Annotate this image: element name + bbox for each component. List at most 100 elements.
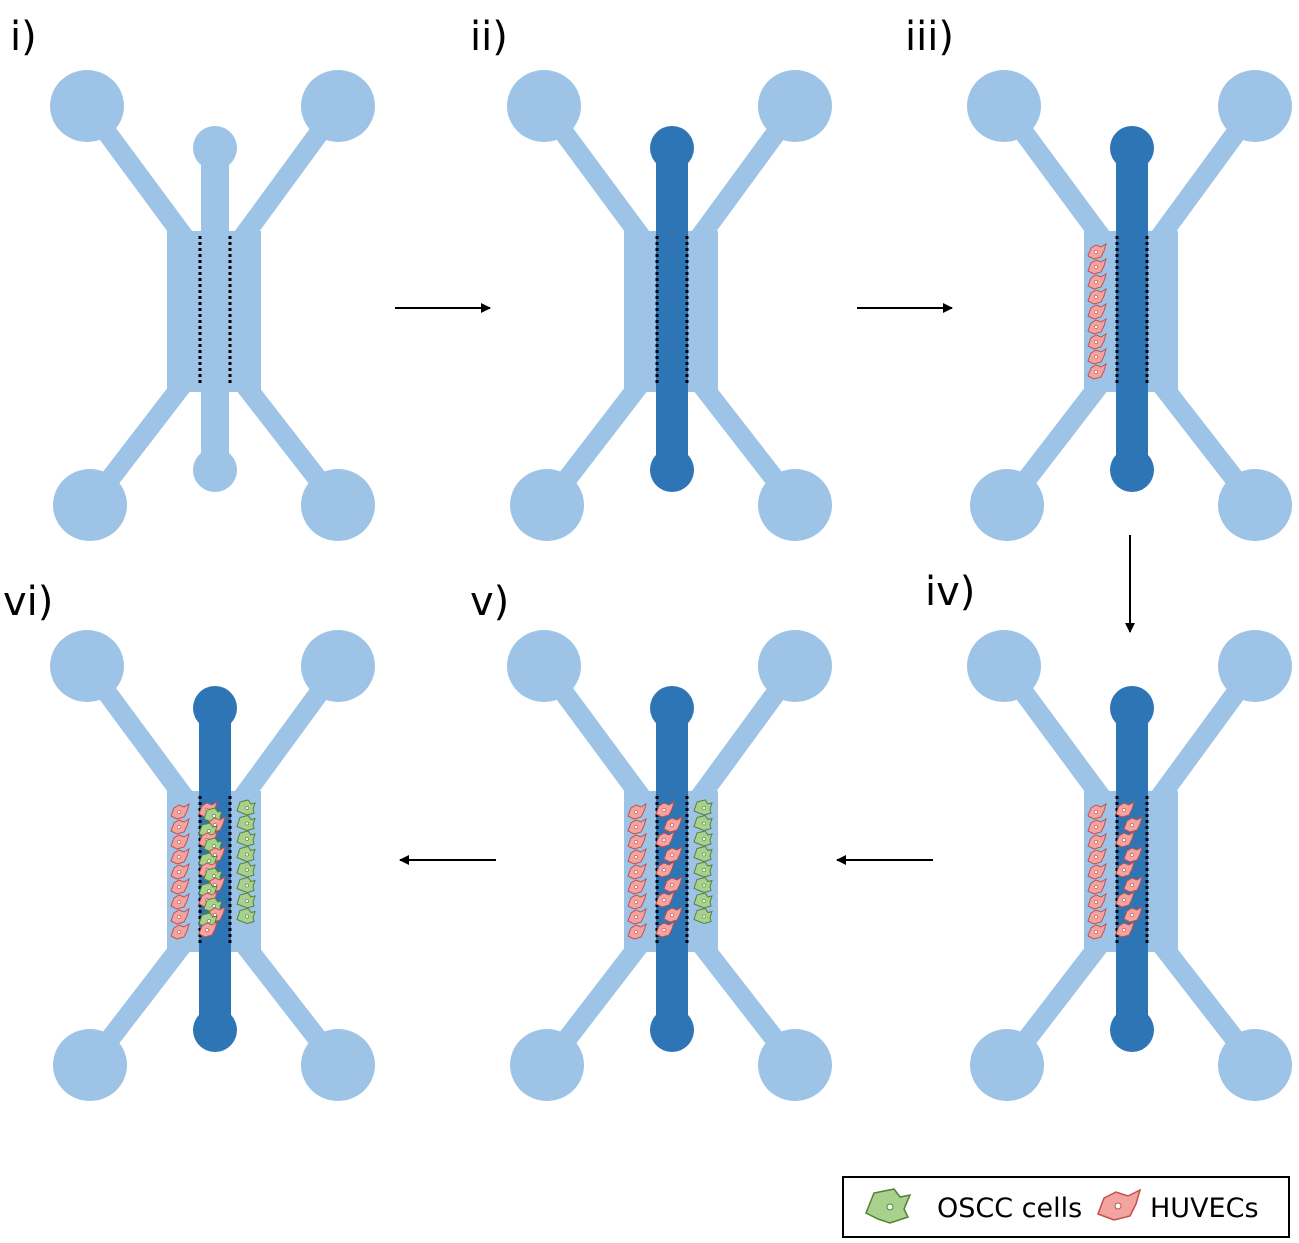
oscc-cell [693, 907, 713, 925]
channel-port-bottom [1110, 448, 1154, 492]
step-label-iii: iii) [905, 14, 954, 60]
huvec-cell [1087, 922, 1107, 940]
huvec-cell [1123, 845, 1143, 863]
oscc-cell [236, 814, 256, 832]
huvec-cell [627, 802, 647, 820]
reservoir [1218, 469, 1292, 541]
huvec-cell [1087, 347, 1107, 365]
reservoir [301, 70, 375, 142]
reservoir [758, 70, 832, 142]
central-channel [656, 148, 688, 470]
reservoir [50, 630, 124, 702]
reservoir [967, 630, 1041, 702]
huvec-cell [663, 845, 683, 863]
step-label-ii: ii) [470, 14, 508, 60]
huvec-cell [1087, 242, 1107, 260]
huvec-cell [170, 877, 190, 895]
oscc-cell-icon [865, 1188, 912, 1224]
legend: OSCC cells HUVECs [842, 1176, 1290, 1238]
reservoir [970, 469, 1044, 541]
reservoir [507, 70, 581, 142]
huvec-cell [627, 877, 647, 895]
oscc-cell [236, 892, 256, 909]
oscc-cell [693, 814, 713, 832]
chip-step-iii [967, 70, 1292, 541]
huvec-cell [627, 832, 647, 850]
reservoir [758, 469, 832, 541]
huvec-cell-icon [1097, 1188, 1142, 1221]
huvec-cell [170, 847, 190, 865]
huvec-cell [1115, 800, 1135, 818]
reservoir [301, 1029, 375, 1101]
channel-port-top [650, 126, 694, 170]
huvec-cell [663, 815, 683, 833]
oscc-cell [236, 907, 256, 925]
oscc-cell [693, 861, 713, 878]
chip-step-vi [50, 630, 375, 1101]
oscc-cell [236, 799, 256, 816]
oscc-cell [693, 799, 713, 816]
reservoir [1218, 630, 1292, 702]
huvec-cell [655, 920, 675, 938]
huvec-cell [170, 862, 190, 880]
huvec-cell [1115, 830, 1135, 848]
reservoir [53, 469, 127, 541]
channel-port-bottom [193, 448, 237, 492]
step-label-vi: vi) [3, 579, 53, 625]
reservoir [970, 1029, 1044, 1101]
huvec-cell [655, 800, 675, 818]
huvec-cell [627, 922, 647, 940]
chip-step-i [50, 70, 375, 541]
reservoir [301, 630, 375, 702]
chip-step-iv [967, 630, 1292, 1101]
huvec-cell [1087, 332, 1107, 350]
reservoir [758, 1029, 832, 1101]
oscc-cell [693, 845, 713, 863]
channel-port-bottom [1110, 1008, 1154, 1052]
channel-port-top [1110, 686, 1154, 730]
huvec-cell [1087, 362, 1107, 380]
huvec-cell [1087, 832, 1107, 850]
huvec-cell [627, 847, 647, 865]
huvec-cell [1087, 287, 1107, 305]
huvec-cell [1087, 892, 1107, 910]
huvec-cell [170, 802, 190, 820]
huvec-cell [627, 892, 647, 910]
oscc-cell [693, 892, 713, 909]
huvec-cell [627, 862, 647, 880]
huvec-cell [1115, 920, 1135, 938]
reservoir [1218, 70, 1292, 142]
huvec-cell [655, 860, 675, 878]
channel-port-top [650, 686, 694, 730]
oscc-cell [236, 876, 256, 894]
reservoir [758, 630, 832, 702]
huvec-cell [655, 890, 675, 908]
reservoir [301, 469, 375, 541]
huvec-cell [1115, 860, 1135, 878]
huvec-cell [1123, 815, 1143, 833]
huvec-cell [1123, 875, 1143, 893]
central-channel [1116, 148, 1148, 470]
step-label-i: i) [10, 14, 37, 60]
oscc-cell [236, 845, 256, 863]
huvec-cell [1087, 257, 1107, 275]
channel-port-bottom [650, 448, 694, 492]
reservoir [967, 70, 1041, 142]
reservoir [510, 1029, 584, 1101]
huvec-cell [1087, 907, 1107, 925]
chip-step-v [507, 630, 832, 1101]
reservoir [50, 70, 124, 142]
chip-step-ii [507, 70, 832, 541]
huvec-cell [1123, 905, 1143, 923]
huvec-cell [1115, 890, 1135, 908]
legend-huvec-label: HUVECs [1150, 1193, 1259, 1224]
huvec-cell [1087, 302, 1107, 320]
huvec-cell [170, 892, 190, 910]
oscc-cell [236, 861, 256, 878]
legend-oscc-label: OSCC cells [937, 1193, 1082, 1224]
huvec-cell [170, 817, 190, 835]
channel-port-top [193, 126, 237, 170]
reservoir [53, 1029, 127, 1101]
huvec-cell [1087, 877, 1107, 895]
